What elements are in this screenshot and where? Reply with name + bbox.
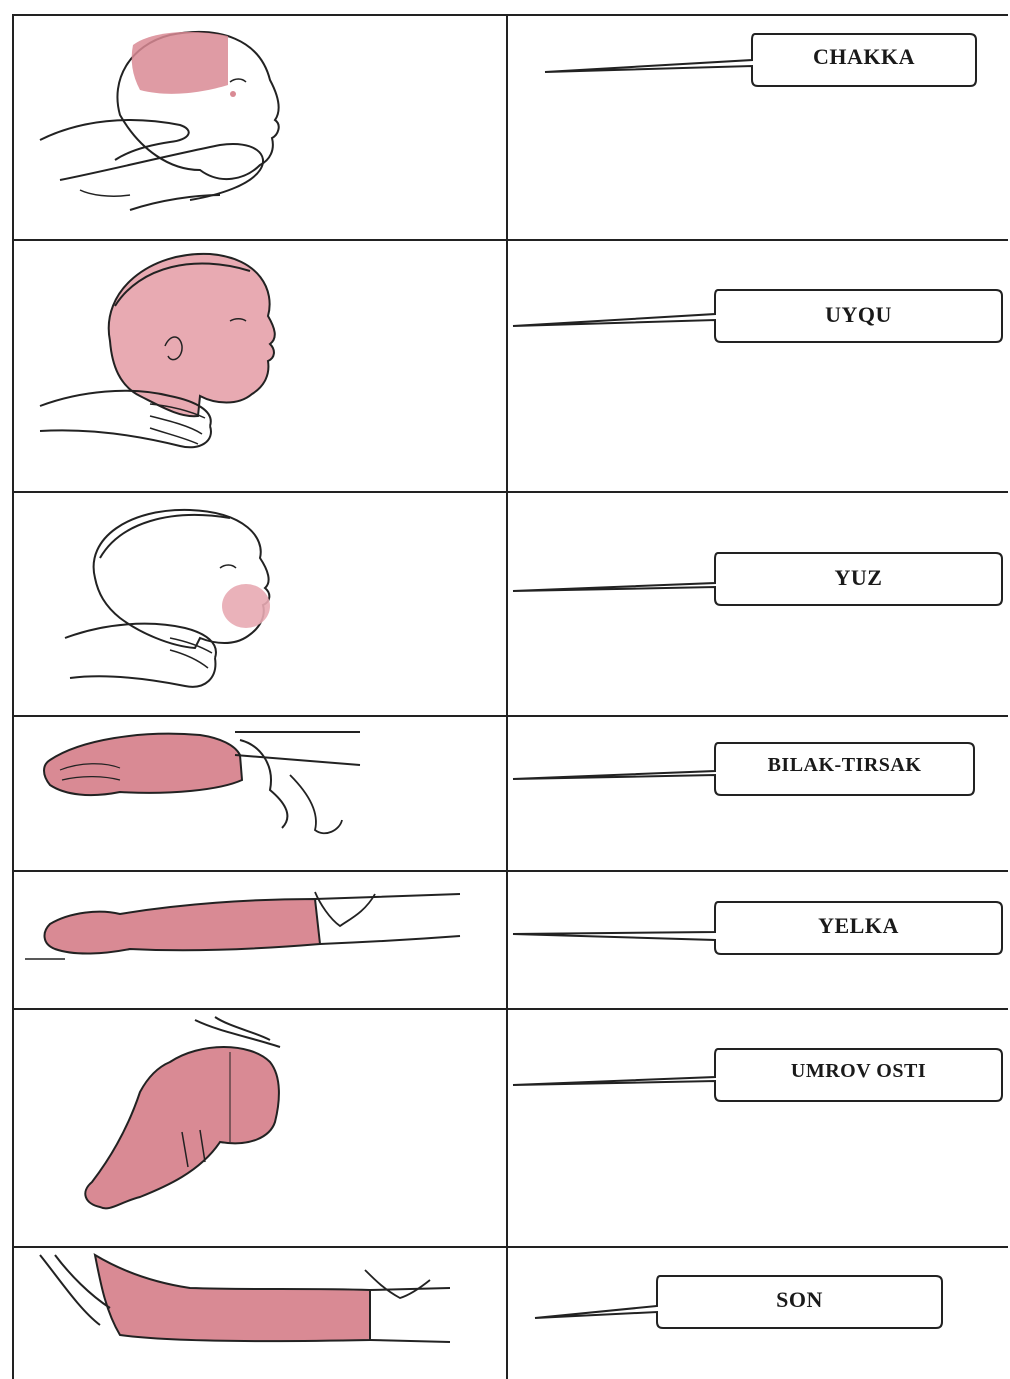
forearm-elbow-massage-illustration (20, 720, 500, 865)
row-divider-4 (12, 870, 1008, 872)
label-yelka: YELKA (715, 913, 1002, 939)
label-umrov-osti: UMROV OSTI (715, 1060, 1002, 1083)
row-divider-2 (12, 491, 1008, 493)
face-massage-illustration (20, 498, 500, 713)
label-chakka: CHAKKA (752, 44, 976, 70)
upper-arm-massage-illustration (20, 874, 500, 1004)
label-bilak-tirsak: BILAK-TIRSAK (715, 754, 974, 777)
thigh-leg-massage-illustration (20, 1250, 500, 1378)
row-divider-5 (12, 1008, 1008, 1010)
row-divider-6 (12, 1246, 1008, 1248)
table-top-border (12, 14, 1008, 16)
table-left-border (12, 14, 14, 1379)
label-son: SON (657, 1287, 942, 1313)
row-divider-3 (12, 715, 1008, 717)
label-uyqu: UYQU (715, 302, 1002, 328)
subclavian-arm-massage-illustration (20, 1012, 500, 1244)
label-yuz: YUZ (715, 565, 1002, 591)
row-divider-1 (12, 239, 1008, 241)
head-temple-massage-illustration (20, 20, 500, 235)
head-neck-massage-illustration (20, 246, 500, 486)
table-center-divider (506, 14, 508, 1379)
